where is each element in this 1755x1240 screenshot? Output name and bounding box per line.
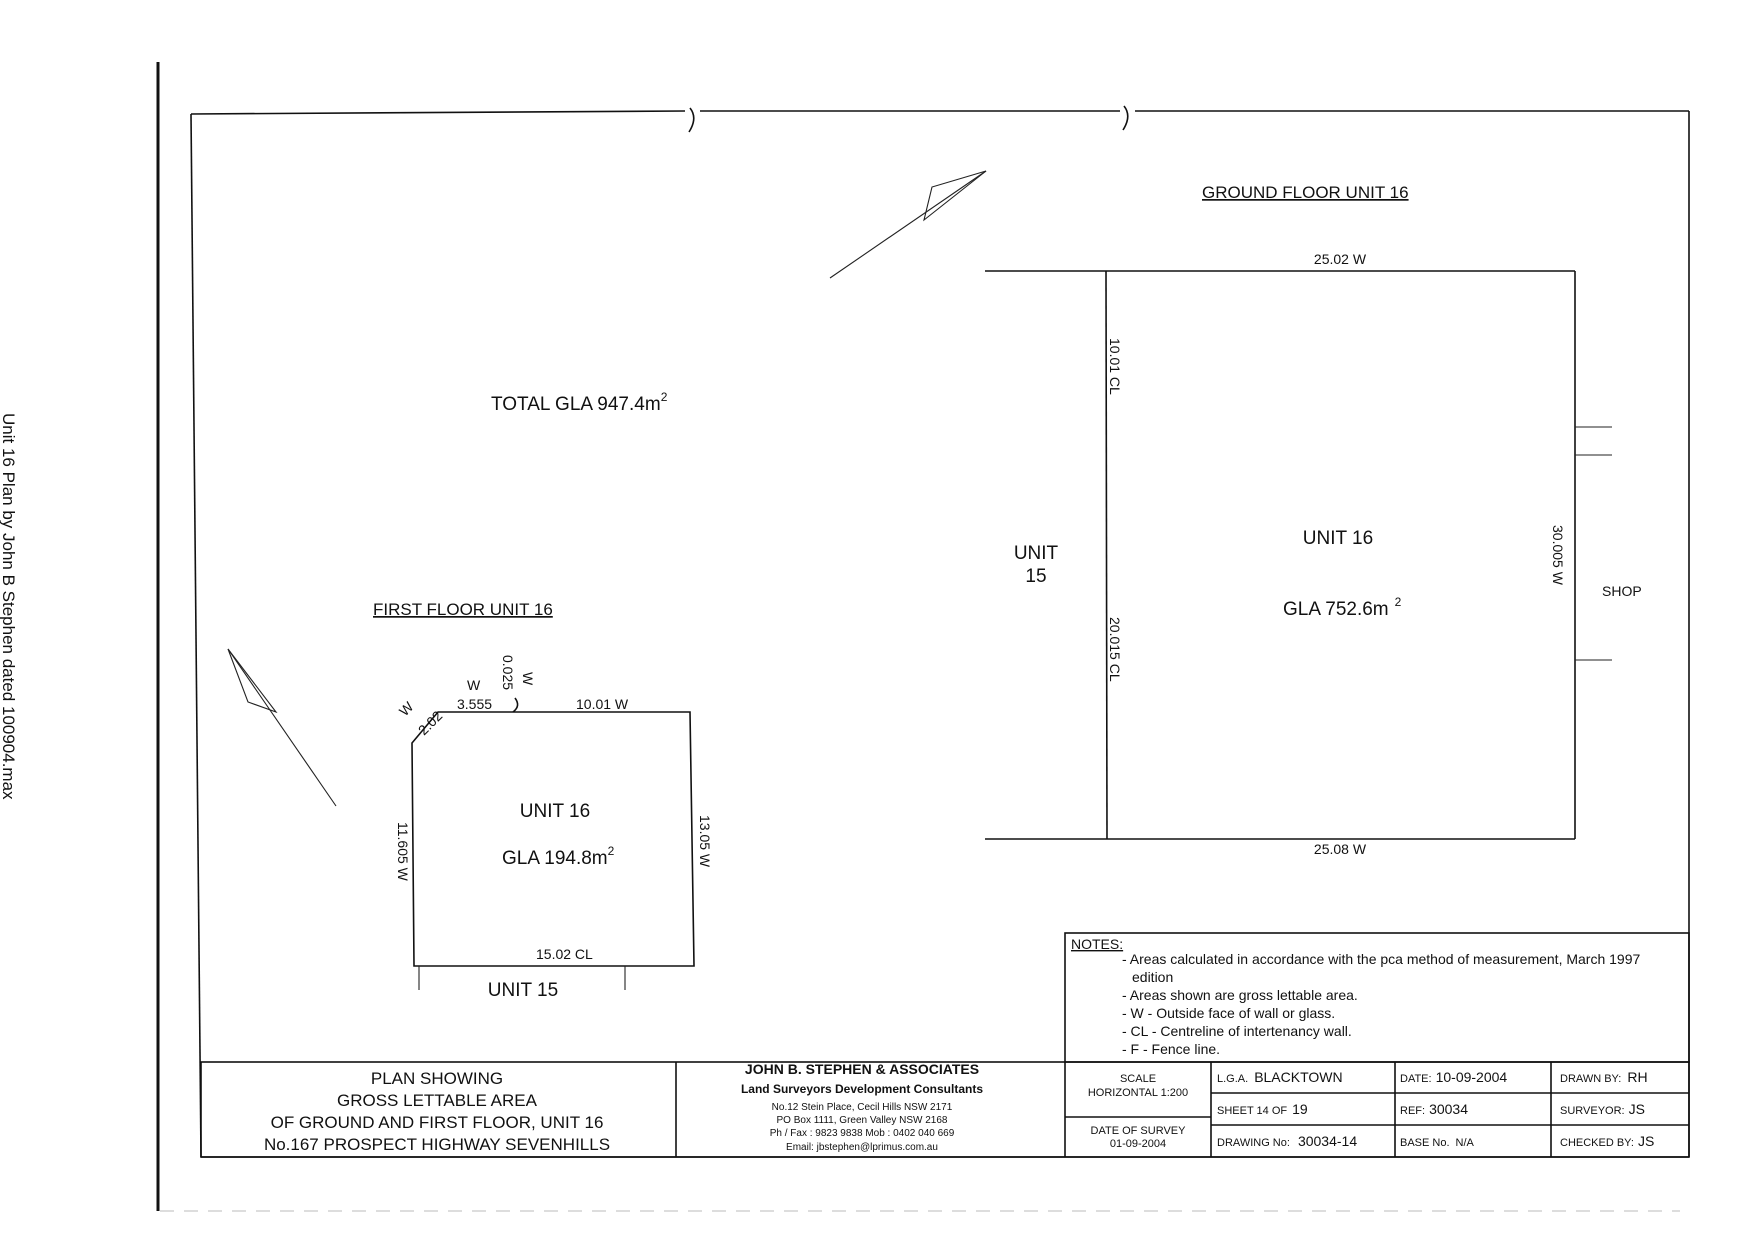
first-right-dimension: 13.05 W bbox=[697, 815, 713, 868]
first-short-dimension: 3.555 bbox=[457, 696, 492, 712]
firm-email: Email: jbstephen@lprimus.com.au bbox=[786, 1142, 938, 1153]
total-gla-label: TOTAL GLA 947.4m2 bbox=[491, 390, 668, 415]
survey-date-label: DATE OF SURVEY bbox=[1091, 1125, 1187, 1137]
survey-date-value: 01-09-2004 bbox=[1110, 1138, 1166, 1150]
note-item: edition bbox=[1132, 969, 1173, 985]
svg-text:GROSS LETTABLE AREA: GROSS LETTABLE AREA bbox=[337, 1091, 538, 1110]
lga-field: L.G.A.BLACKTOWN bbox=[1217, 1069, 1343, 1085]
firm-name: JOHN B. STEPHEN & ASSOCIATES bbox=[745, 1061, 979, 1077]
svg-text:PLAN SHOWING: PLAN SHOWING bbox=[371, 1069, 503, 1088]
neighbour-shop-label: SHOP bbox=[1602, 583, 1642, 599]
note-item: - Areas shown are gross lettable area. bbox=[1122, 987, 1358, 1003]
scale-label: SCALE bbox=[1120, 1073, 1156, 1085]
notes-heading: NOTES: bbox=[1071, 936, 1123, 952]
first-bottom-dimension: 15.02 CL bbox=[536, 946, 593, 962]
drawing-number-field: DRAWING No:30034-14 bbox=[1217, 1133, 1357, 1149]
firm-tagline: Land Surveyors Development Consultants bbox=[741, 1082, 983, 1096]
first-gla-label: GLA 194.8m2 bbox=[502, 844, 615, 869]
title-block: PLAN SHOWING GROSS LETTABLE AREA OF GROU… bbox=[200, 1061, 1690, 1158]
ground-top-dimension: 25.02 W bbox=[1314, 251, 1367, 267]
first-short-w: W bbox=[467, 677, 481, 693]
svg-text:PO Box 1111, Green Valley NSW: PO Box 1111, Green Valley NSW 2168 bbox=[776, 1115, 947, 1126]
ground-left-upper-dimension: 10.01 CL bbox=[1107, 338, 1123, 395]
plan-description: PLAN SHOWING GROSS LETTABLE AREA OF GROU… bbox=[264, 1069, 610, 1154]
north-arrow-icon bbox=[829, 170, 987, 279]
svg-text:No.167 PROSPECT HIGHWAY SEVENH: No.167 PROSPECT HIGHWAY SEVENHILLS bbox=[264, 1135, 610, 1154]
surveyor-field: SURVEYOR:JS bbox=[1560, 1101, 1645, 1117]
first-tiny-dimension: 0.025 bbox=[500, 655, 516, 690]
svg-text:No.12 Stein Place, Cecil Hills: No.12 Stein Place, Cecil Hills NSW 2171 bbox=[772, 1102, 953, 1113]
first-unit-label: UNIT 16 bbox=[520, 801, 590, 822]
ground-floor-plan: GROUND FLOOR UNIT 16 25.02 W 25.08 W 10.… bbox=[985, 183, 1642, 857]
first-top-dimension: 10.01 W bbox=[576, 696, 629, 712]
notes-box: NOTES: - Areas calculated in accordance … bbox=[1064, 932, 1690, 1063]
north-arrow-icon bbox=[227, 648, 337, 807]
svg-text:OF GROUND AND FIRST FLOOR, UNI: OF GROUND AND FIRST FLOOR, UNIT 16 bbox=[271, 1113, 604, 1132]
scale-value: HORIZONTAL 1:200 bbox=[1088, 1087, 1188, 1099]
note-item: - CL - Centreline of intertenancy wall. bbox=[1122, 1023, 1352, 1039]
drawing-frame bbox=[190, 105, 1690, 1158]
first-diagonal-w: W bbox=[396, 698, 417, 719]
first-neighbour-unit-15: UNIT 15 bbox=[488, 980, 558, 1001]
drawn-by-field: DRAWN BY:RH bbox=[1560, 1069, 1648, 1085]
svg-text:Ph / Fax : 9823 9838 Mob : 0: Ph / Fax : 9823 9838 Mob : 0402 040 669 bbox=[770, 1128, 955, 1139]
first-tiny-w: W bbox=[520, 672, 536, 686]
ground-left-lower-dimension: 20.015 CL bbox=[1107, 617, 1123, 682]
date-field: DATE:10-09-2004 bbox=[1400, 1069, 1507, 1085]
first-floor-title: FIRST FLOOR UNIT 16 bbox=[373, 600, 553, 619]
ground-bottom-dimension: 25.08 W bbox=[1314, 841, 1367, 857]
ground-floor-title: GROUND FLOOR UNIT 16 bbox=[1202, 183, 1409, 202]
first-floor-plan: FIRST FLOOR UNIT 16 2.02 W 3.555 W 0.025… bbox=[373, 600, 713, 1001]
ground-unit-label: UNIT 16 bbox=[1303, 528, 1373, 549]
note-item: - F - Fence line. bbox=[1122, 1041, 1220, 1057]
ref-field: REF:30034 bbox=[1400, 1101, 1468, 1117]
checked-by-field: CHECKED BY:JS bbox=[1560, 1133, 1654, 1149]
side-file-label: Unit 16 Plan by John B Stephen dated 100… bbox=[0, 413, 18, 800]
note-item: - W - Outside face of wall or glass. bbox=[1122, 1005, 1335, 1021]
first-left-dimension: 11.605 W bbox=[395, 822, 411, 882]
ground-right-dimension: 30.005 W bbox=[1550, 525, 1566, 586]
base-number-field: BASE No.N/A bbox=[1400, 1137, 1475, 1149]
note-item: - Areas calculated in accordance with th… bbox=[1122, 951, 1640, 967]
firm-details: JOHN B. STEPHEN & ASSOCIATES Land Survey… bbox=[741, 1061, 983, 1153]
